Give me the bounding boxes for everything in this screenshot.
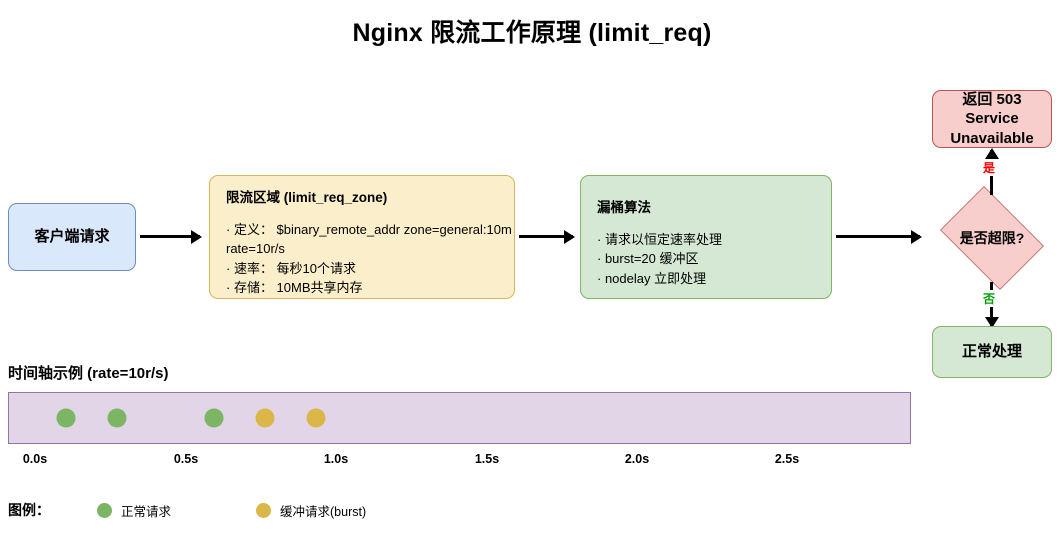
timeline-heading: 时间轴示例 (rate=10r/s) <box>8 365 169 382</box>
legend-item-normal: 正常请求 <box>97 501 171 520</box>
error-line-0: 返回 503 <box>962 90 1022 108</box>
zone-bullet-2: · 存储： 10MB共享内存 <box>226 280 363 296</box>
bucket-bullet-0: · 请求以恒定速率处理 <box>597 231 722 247</box>
zone-bullet-list: · 定义： $binary_remote_addr zone=general:1… <box>226 220 514 298</box>
error-line-1: Service <box>965 110 1019 128</box>
arrow-bucket-to-decision <box>836 235 920 238</box>
error-line-2: Unavailable <box>950 129 1034 147</box>
axis-tick-0: 0.0s <box>22 452 48 466</box>
legend: 图例： 正常请求 缓冲请求(burst) <box>8 500 366 520</box>
legend-item-burst: 缓冲请求(burst) <box>256 501 366 520</box>
legend-dot-burst <box>256 502 272 518</box>
edge-label-yes: 是 <box>982 159 997 176</box>
page-title: Nginx 限流工作原理 (limit_req) <box>352 19 712 47</box>
arrow-zone-to-bucket <box>519 235 573 238</box>
timeline-dot-burst-3 <box>255 408 275 428</box>
legend-title: 图例： <box>8 502 50 518</box>
node-normal-processing[interactable]: 正常处理 <box>932 326 1052 378</box>
node-leaky-bucket[interactable]: 漏桶算法 · 请求以恒定速率处理 · burst=20 缓冲区 · nodela… <box>580 175 832 299</box>
axis-tick-2: 1.0s <box>323 452 349 466</box>
legend-dot-normal <box>97 502 112 518</box>
node-limit-req-zone[interactable]: 限流区域 (limit_req_zone) · 定义： $binary_remo… <box>209 175 515 299</box>
decision-label: 是否超限? <box>959 230 1025 246</box>
timeline-dot-normal-2 <box>204 408 224 428</box>
zone-bullet-1: · 速率： 每秒10个请求 <box>226 260 357 276</box>
timeline-dot-normal-1 <box>107 408 127 428</box>
success-label: 正常处理 <box>961 343 1022 361</box>
timeline-dot-burst-4 <box>306 408 326 428</box>
edge-label-no: 否 <box>982 290 997 307</box>
axis-tick-1: 0.5s <box>173 452 199 466</box>
node-decision-over-limit[interactable]: 是否超限? <box>932 186 1052 290</box>
zone-bullet-0: · 定义： $binary_remote_addr zone=general:1… <box>226 221 512 257</box>
axis-tick-3: 1.5s <box>474 452 500 466</box>
arrow-client-to-zone <box>140 235 200 238</box>
axis-tick-5: 2.5s <box>774 452 800 466</box>
legend-label-normal: 正常请求 <box>121 504 172 519</box>
bucket-title: 漏桶算法 <box>597 199 651 215</box>
timeline-track[interactable] <box>8 392 911 444</box>
node-client-request[interactable]: 客户端请求 <box>8 203 136 271</box>
node-return-503[interactable]: 返回 503 Service Unavailable <box>932 90 1052 148</box>
bucket-bullet-list: · 请求以恒定速率处理 · burst=20 缓冲区 · nodelay 立即处… <box>597 230 831 289</box>
legend-label-burst: 缓冲请求(burst) <box>280 504 367 519</box>
legend-items: 正常请求 缓冲请求(burst) <box>50 501 366 520</box>
timeline-dot-normal-0 <box>56 408 76 428</box>
axis-tick-4: 2.0s <box>624 452 650 466</box>
zone-title: 限流区域 (limit_req_zone) <box>226 190 388 206</box>
bucket-bullet-2: · nodelay 立即处理 <box>597 270 707 286</box>
bucket-bullet-1: · burst=20 缓冲区 <box>597 251 699 267</box>
client-request-label: 客户端请求 <box>34 228 110 246</box>
